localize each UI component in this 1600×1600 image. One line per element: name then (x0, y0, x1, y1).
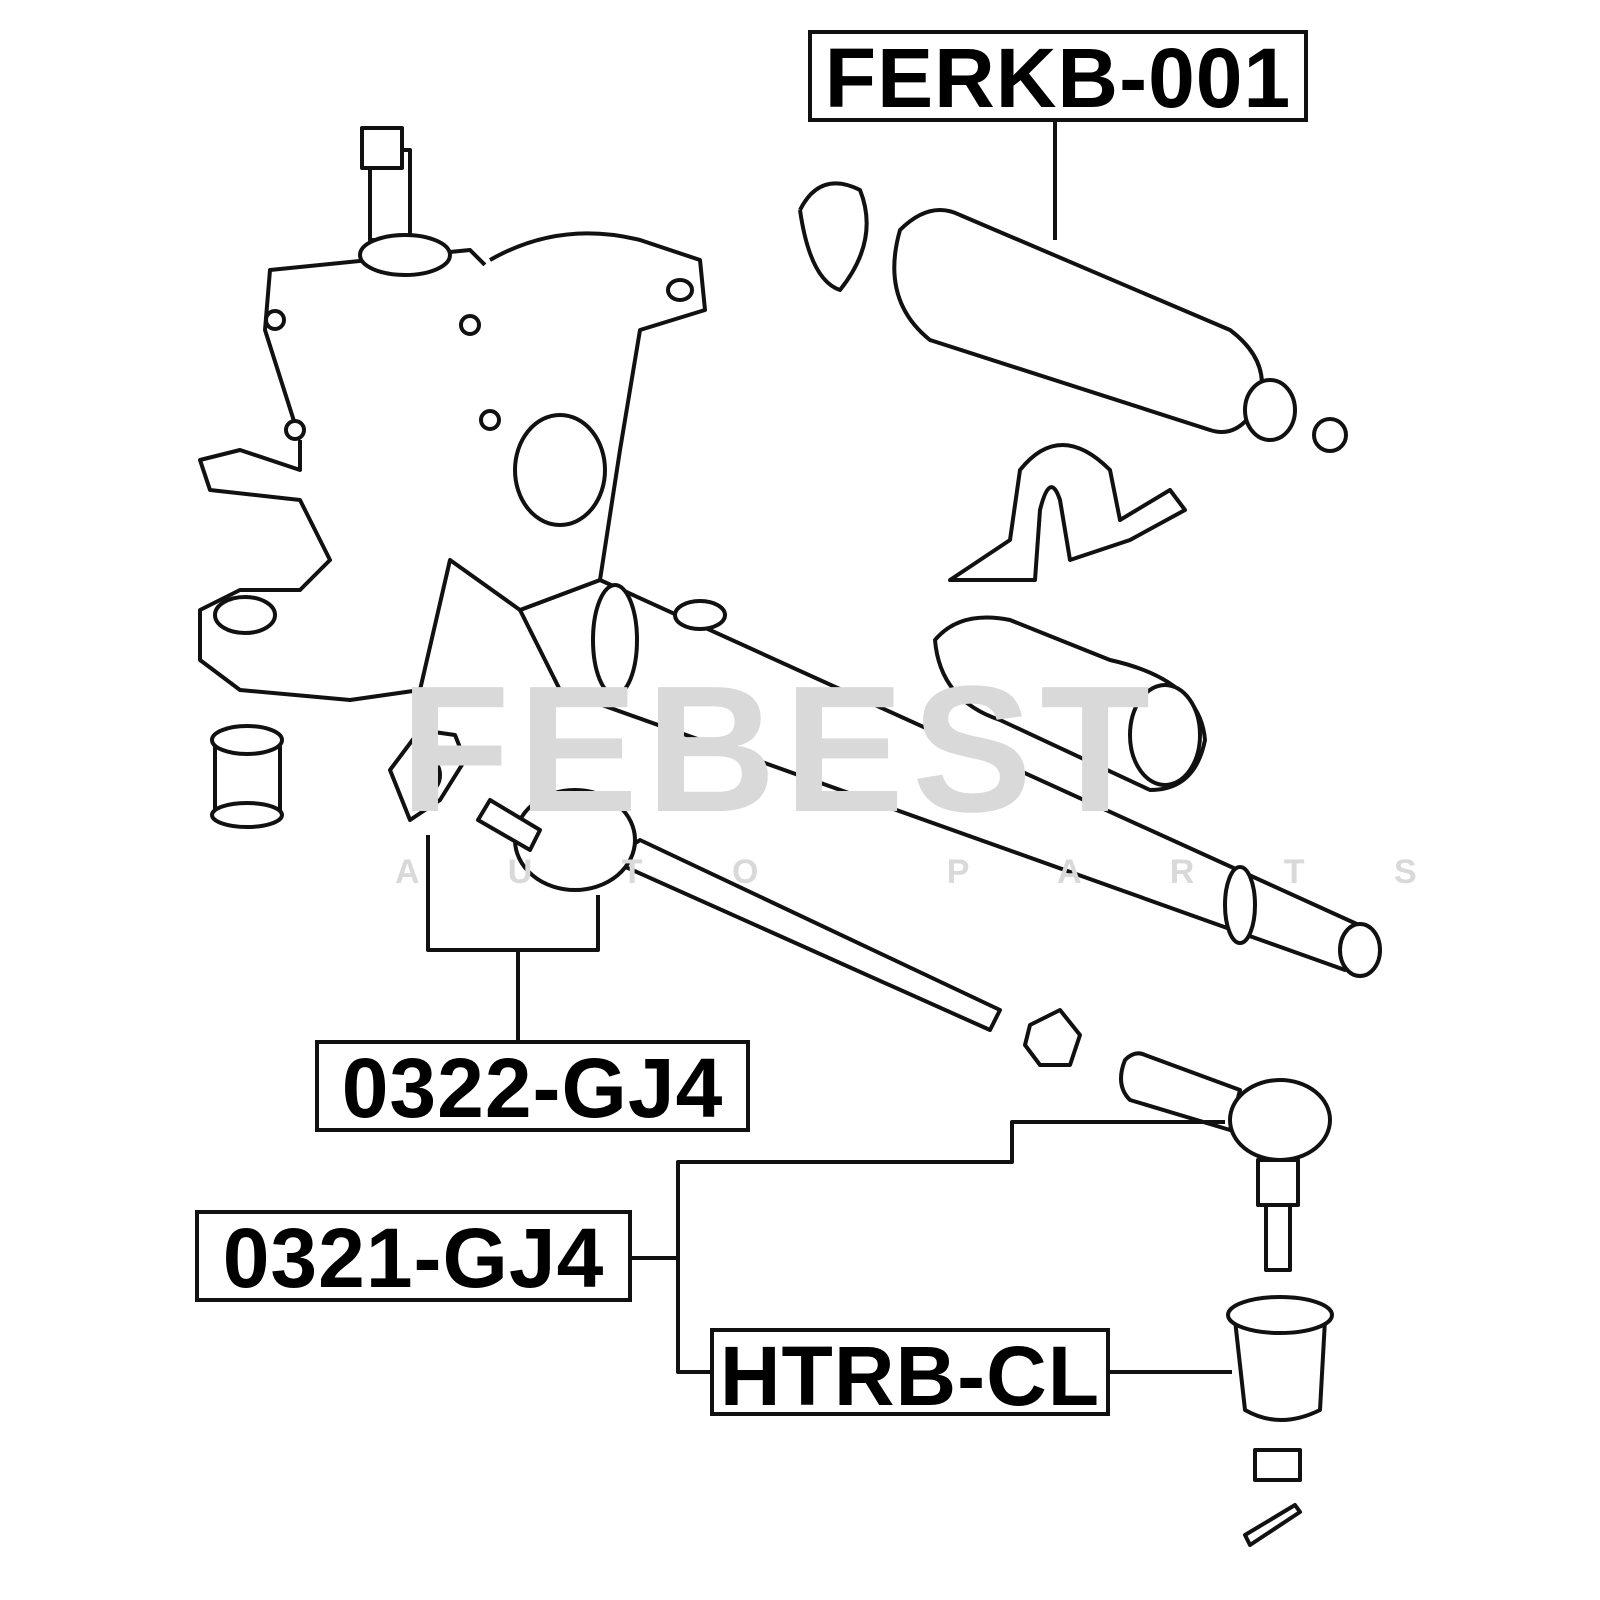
part-label-0321-gj4: 0321-GJ4 (195, 1210, 632, 1302)
cotter-pin (1243, 1503, 1302, 1547)
tie-rod-end (1119, 1051, 1332, 1272)
part-label-htrb-cl: HTRB-CL (710, 1328, 1110, 1418)
watermark-brand: FEBEST (400, 649, 1159, 850)
lock-nut (1023, 1008, 1082, 1067)
rack-housing (198, 126, 1382, 978)
steering-rack-boot (798, 181, 1348, 453)
rack-clamp (948, 443, 1187, 582)
part-label-0322-gj4: 0322-GJ4 (315, 1040, 750, 1132)
watermark-tagline: A U T O P A R T S (395, 853, 1457, 891)
inner-tie-rod (476, 788, 1002, 1032)
rack-end-boot (933, 615, 1207, 792)
leader-lines (426, 120, 1232, 1374)
part-label-ferkb-001: FERKB-001 (808, 30, 1308, 122)
rack-bushing (210, 724, 284, 829)
lock-washer-hole (414, 757, 442, 793)
castle-nut (1253, 1448, 1302, 1482)
ball-joint-boot (1226, 1295, 1334, 1422)
